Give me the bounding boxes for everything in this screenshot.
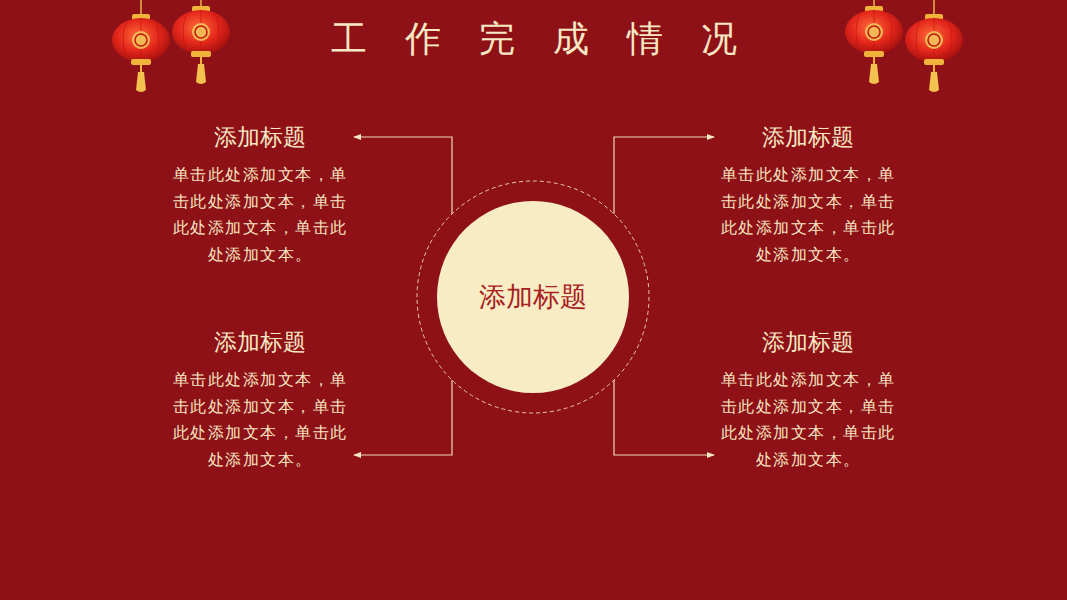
circle-fill: [437, 201, 629, 393]
arrow-connector: [614, 380, 714, 455]
node-heading: 添加标题: [170, 325, 350, 359]
node-body: 单击此处添加文本，单击此处添加文本，单击此处添加文本，单击此处添加文本。: [718, 162, 898, 268]
slide-title: 工作完成情况: [0, 14, 1067, 64]
text-block: 添加标题单击此处添加文本，单击此处添加文本，单击此处添加文本，单击此处添加文本。: [718, 325, 898, 473]
node-heading: 添加标题: [718, 325, 898, 359]
node-heading: 添加标题: [170, 120, 350, 154]
node-body: 单击此处添加文本，单击此处添加文本，单击此处添加文本，单击此处添加文本。: [170, 162, 350, 268]
arrow-connector: [354, 137, 452, 214]
arrow-connector: [614, 137, 714, 214]
node-heading: 添加标题: [479, 279, 587, 315]
text-block: 添加标题单击此处添加文本，单击此处添加文本，单击此处添加文本，单击此处添加文本。: [718, 120, 898, 268]
node-body: 单击此处添加文本，单击此处添加文本，单击此处添加文本，单击此处添加文本。: [170, 367, 350, 473]
dashed-ring: [417, 181, 649, 413]
center-circle: 添加标题: [416, 180, 650, 414]
text-block: 添加标题单击此处添加文本，单击此处添加文本，单击此处添加文本，单击此处添加文本。: [170, 120, 350, 268]
arrow-connector: [354, 380, 452, 455]
node-body: 单击此处添加文本，单击此处添加文本，单击此处添加文本，单击此处添加文本。: [718, 367, 898, 473]
node-heading: 添加标题: [718, 120, 898, 154]
text-block: 添加标题单击此处添加文本，单击此处添加文本，单击此处添加文本，单击此处添加文本。: [170, 325, 350, 473]
